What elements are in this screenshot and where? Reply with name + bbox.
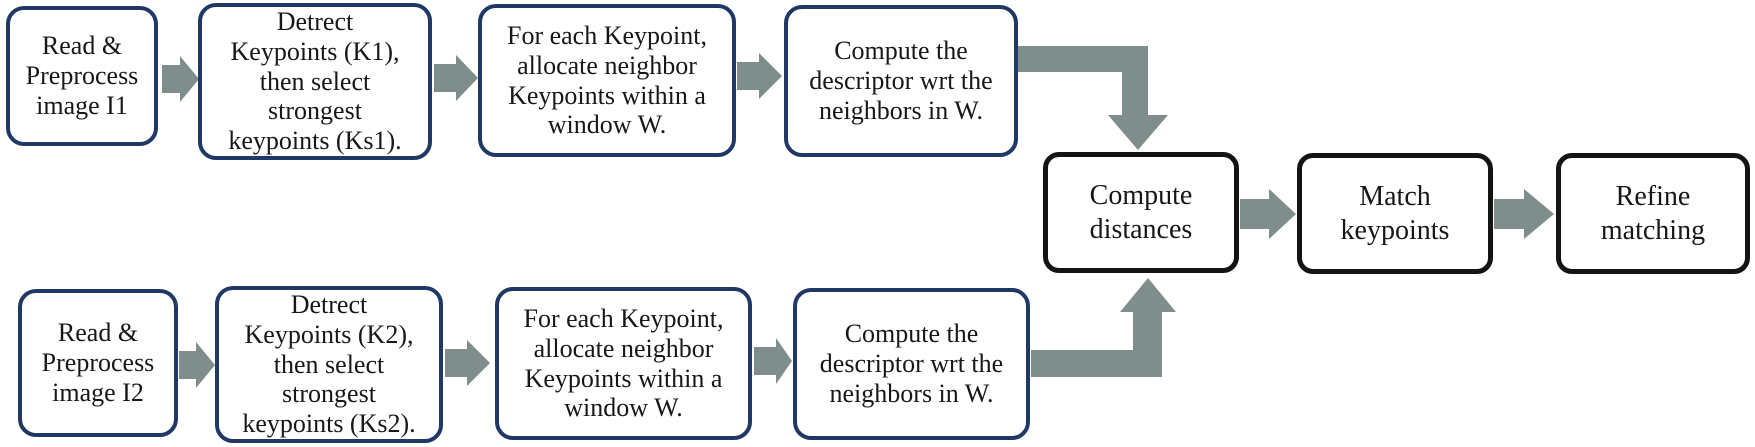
step-read-preprocess-i1: Read & Preprocess image I1 <box>6 6 158 146</box>
flow-arrow-match-refine <box>1494 189 1554 239</box>
step-allocate-neighbors-1: For each Keypoint, allocate neighbor Key… <box>478 4 736 157</box>
step-detect-keypoints-k1: Detrect Keypoints (K1), then select stro… <box>198 3 432 160</box>
flow-arrow-b1-b2 <box>179 342 215 388</box>
step-compute-distances: Compute distances <box>1043 152 1239 273</box>
step-label: For each Keypoint, allocate neighbor Key… <box>506 20 707 140</box>
step-label: Refine matching <box>1600 181 1706 246</box>
flow-arrow-t3-t4 <box>737 53 782 99</box>
step-refine-matching: Refine matching <box>1556 153 1750 274</box>
step-label: Compute the descriptor wrt the neighbors… <box>809 36 993 125</box>
step-compute-descriptor-1: Compute the descriptor wrt the neighbors… <box>784 5 1018 157</box>
flow-arrow-distances-match <box>1240 189 1296 239</box>
step-allocate-neighbors-2: For each Keypoint, allocate neighbor Key… <box>495 287 752 440</box>
step-label: Read & Preprocess image I1 <box>25 31 139 120</box>
step-label: Compute the descriptor wrt the neighbors… <box>819 319 1004 408</box>
step-label: Read & Preprocess image I2 <box>41 318 155 407</box>
step-label: Detrect Keypoints (K2), then select stro… <box>242 289 416 439</box>
step-compute-descriptor-2: Compute the descriptor wrt the neighbors… <box>793 288 1030 440</box>
step-detect-keypoints-k2: Detrect Keypoints (K2), then select stro… <box>215 286 443 443</box>
flow-arrow-b3-b4 <box>754 338 792 384</box>
step-read-preprocess-i2: Read & Preprocess image I2 <box>18 289 178 437</box>
flow-arrow-b2-b3 <box>445 340 490 386</box>
flow-arrow-t4-down-to-distances <box>1016 46 1168 150</box>
step-label: Compute distances <box>1089 180 1193 245</box>
step-label: Detrect Keypoints (K1), then select stro… <box>228 6 402 156</box>
flow-arrow-t1-t2 <box>162 56 199 102</box>
flow-arrow-b4-up-to-distances <box>1031 278 1176 377</box>
flow-arrow-t2-t3 <box>434 55 478 101</box>
step-label: For each Keypoint, allocate neighbor Key… <box>523 303 724 423</box>
step-label: Match keypoints <box>1340 181 1450 246</box>
step-match-keypoints: Match keypoints <box>1297 153 1493 274</box>
